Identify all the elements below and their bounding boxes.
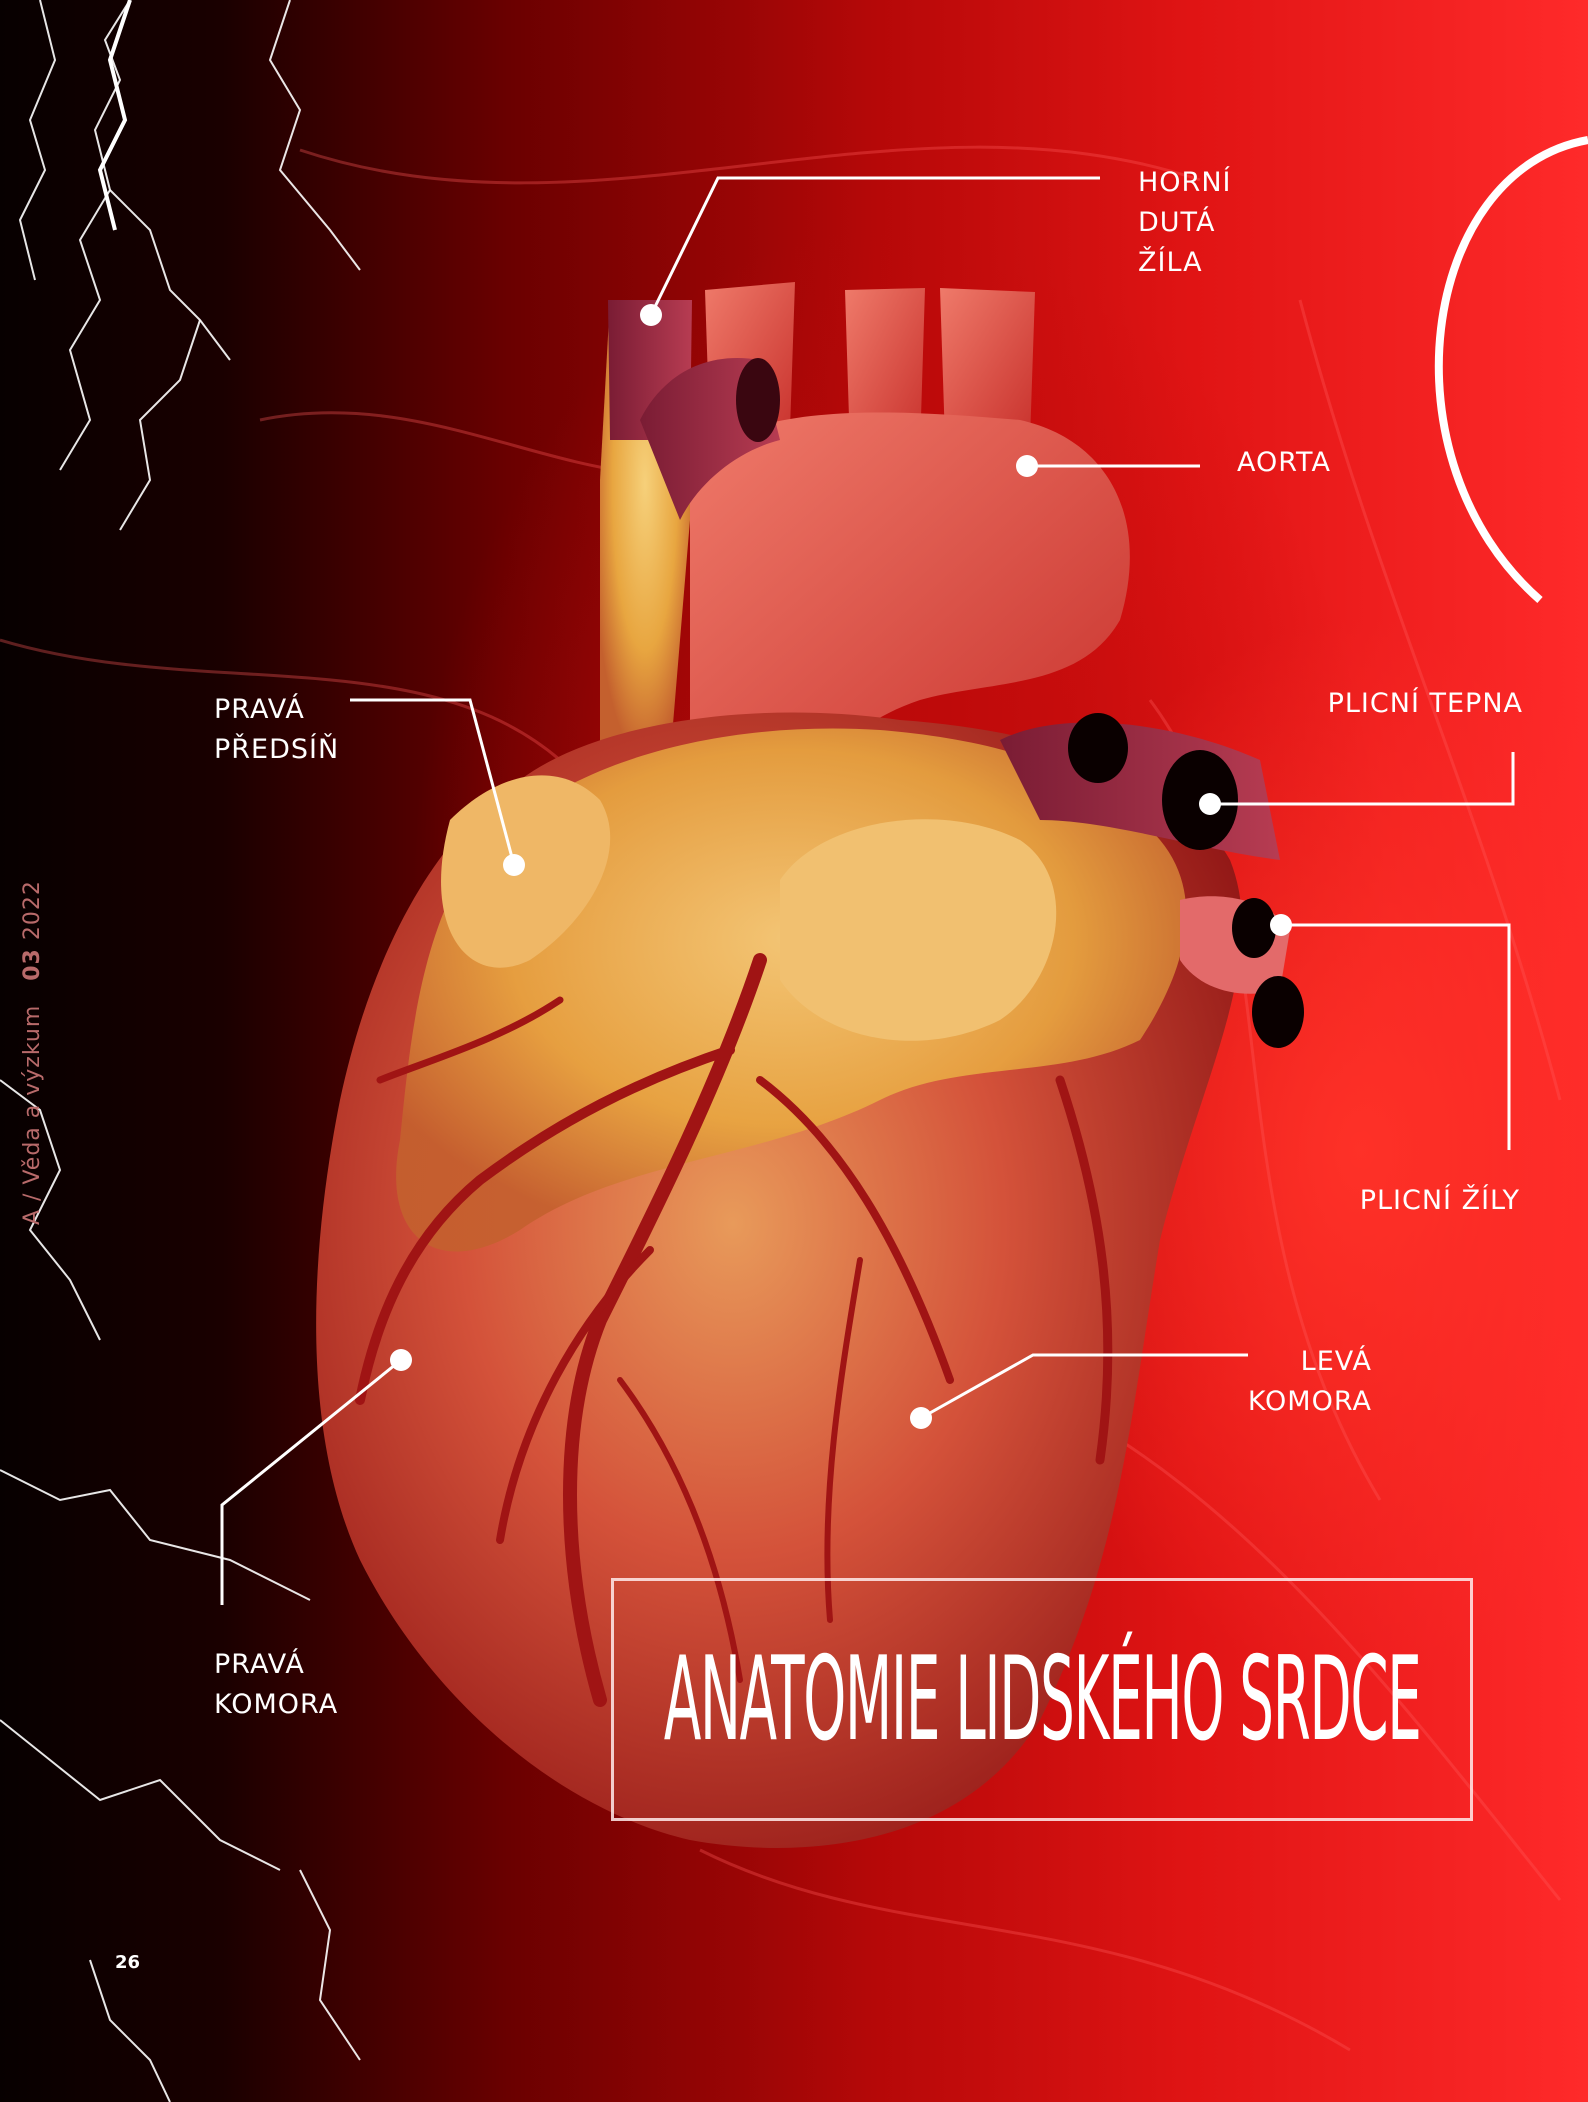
running-header-section: A / Věda a výzkum <box>20 1005 45 1225</box>
label-line: PLICNÍ ŽÍLY <box>1300 1181 1520 1221</box>
callout-dot <box>1016 455 1038 477</box>
label-line: DUTÁ <box>1138 203 1231 243</box>
callout-dot <box>1199 793 1221 815</box>
callout-dot <box>390 1349 412 1371</box>
page-number: 26 <box>115 1952 140 1973</box>
label-line: HORNÍ <box>1138 163 1231 203</box>
callout-dot <box>910 1407 932 1429</box>
label-line: AORTA <box>1237 443 1331 483</box>
label-leva-komora: LEVÁ KOMORA <box>1200 1342 1372 1422</box>
label-prava-komora: PRAVÁ KOMORA <box>214 1645 338 1725</box>
label-line: ŽÍLA <box>1138 243 1231 283</box>
label-plicni-tepna: PLICNÍ TEPNA <box>1280 684 1523 724</box>
running-header: A / Věda a výzkum 03 2022 <box>20 880 45 1225</box>
callout-dot <box>1270 914 1292 936</box>
callout-dot <box>640 304 662 326</box>
leader-line-horni-duta-zila <box>651 178 1100 315</box>
page-title-text: ANATOMIE LIDSKÉHO SRDCE <box>664 1632 1421 1767</box>
label-line: KOMORA <box>1200 1382 1372 1422</box>
leader-line-prava-komora <box>222 1360 401 1605</box>
label-line: LEVÁ <box>1200 1342 1372 1382</box>
page-title: ANATOMIE LIDSKÉHO SRDCE <box>614 1581 1470 1818</box>
leader-line-plicni-tepna <box>1210 752 1513 804</box>
leader-line-leva-komora <box>921 1355 1248 1418</box>
title-box: ANATOMIE LIDSKÉHO SRDCE <box>611 1578 1473 1821</box>
label-prava-predsin: PRAVÁ PŘEDSÍŇ <box>214 690 339 770</box>
callout-dot <box>503 854 525 876</box>
label-line: PLICNÍ TEPNA <box>1280 684 1523 724</box>
running-header-issue: 03 <box>20 948 45 981</box>
label-horni-duta-zila: HORNÍ DUTÁ ŽÍLA <box>1138 163 1231 283</box>
label-line: PŘEDSÍŇ <box>214 730 339 770</box>
leader-line-prava-predsin <box>350 700 514 865</box>
label-line: PRAVÁ <box>214 690 339 730</box>
label-aorta: AORTA <box>1237 443 1331 483</box>
label-line: PRAVÁ <box>214 1645 338 1685</box>
label-line: KOMORA <box>214 1685 338 1725</box>
running-header-year: 2022 <box>20 880 45 940</box>
label-plicni-zily: PLICNÍ ŽÍLY <box>1300 1181 1520 1221</box>
leader-line-plicni-zily <box>1281 925 1509 1150</box>
